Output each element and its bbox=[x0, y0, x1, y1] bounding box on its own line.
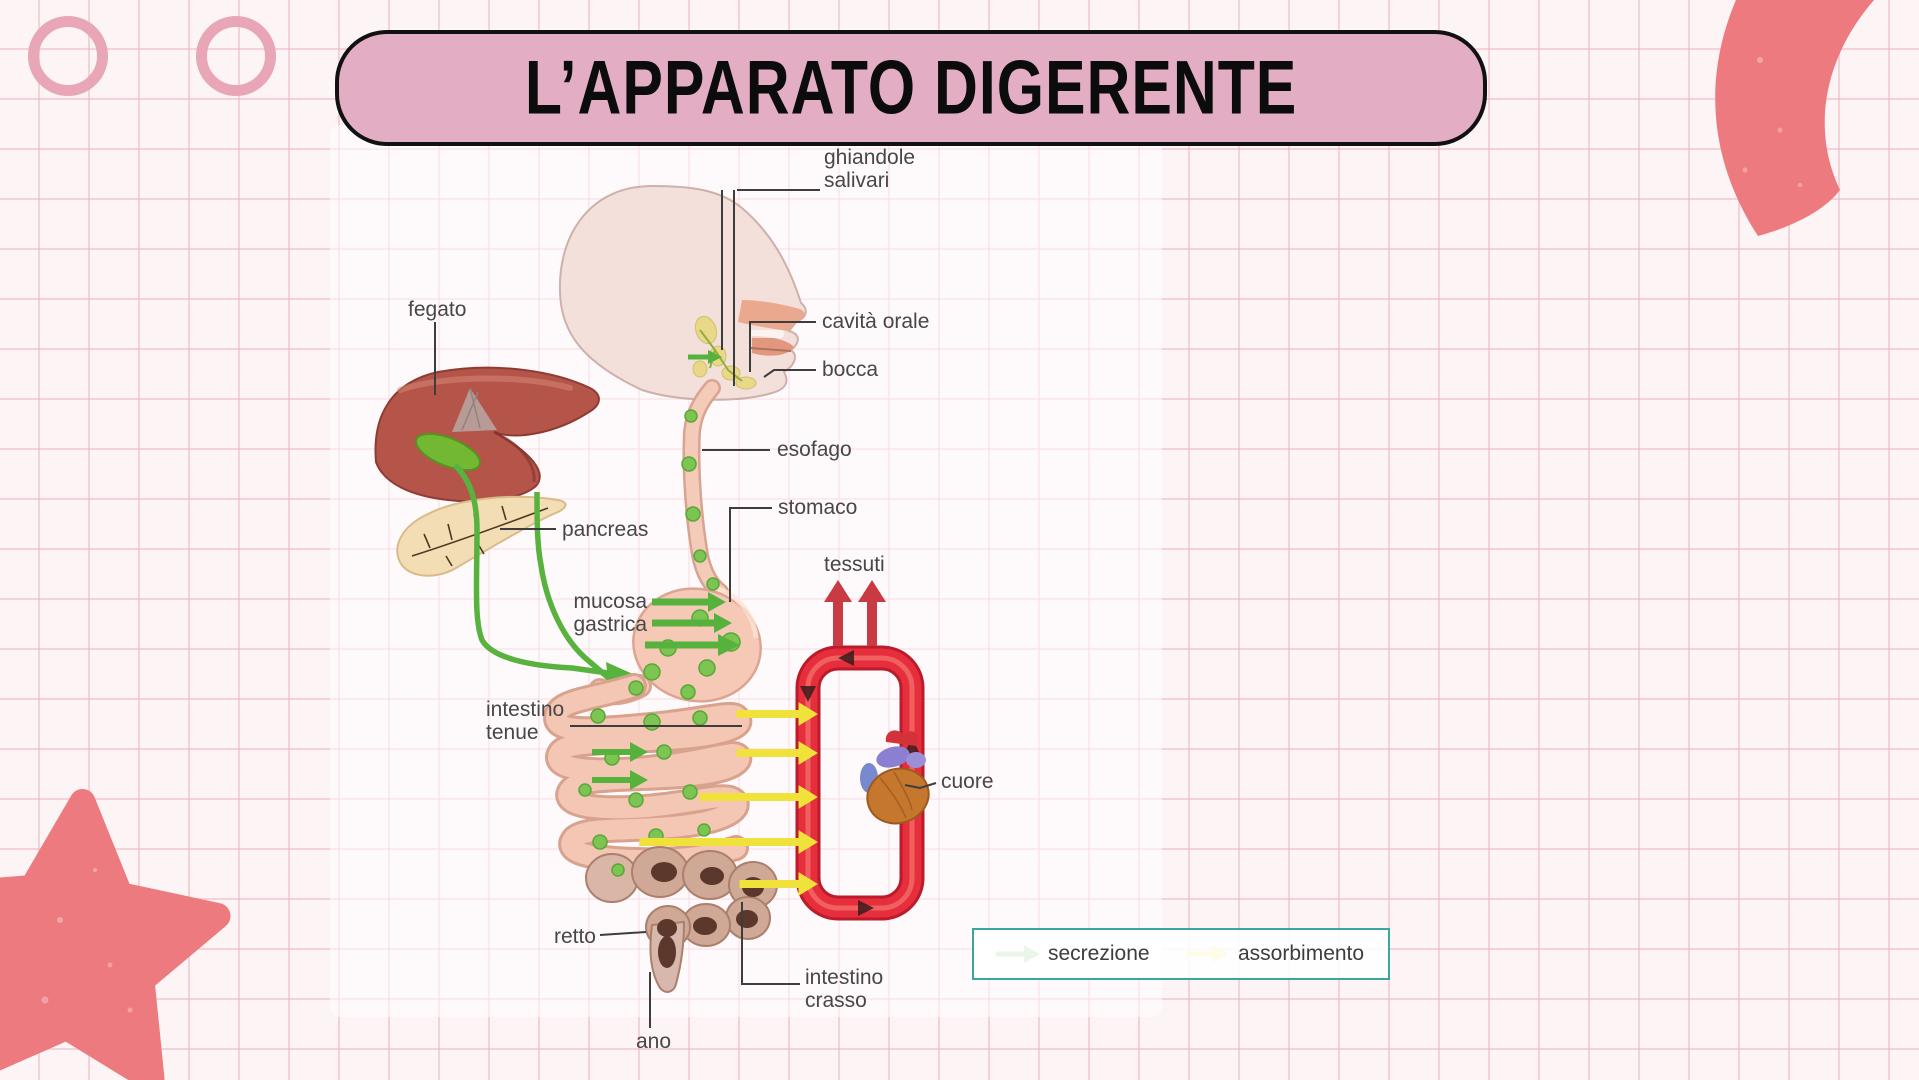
large-intestine-illustration bbox=[585, 846, 778, 993]
label-rectum: retto bbox=[553, 925, 596, 948]
label-mouth: bocca bbox=[822, 358, 879, 381]
ring-decoration-icon bbox=[196, 16, 276, 96]
label-pancreas: pancreas bbox=[562, 518, 649, 541]
title-banner: L’APPARATO DIGERENTE bbox=[335, 30, 1487, 146]
page-title: L’APPARATO DIGERENTE bbox=[524, 45, 1298, 131]
label-gastric-mucosa: mucosa gastrica bbox=[573, 590, 647, 636]
label-heart: cuore bbox=[941, 770, 994, 793]
heart-illustration bbox=[860, 730, 930, 825]
secretion-ducts bbox=[453, 463, 614, 684]
label-anus: ano bbox=[636, 1030, 672, 1053]
salivary-glands-illustration bbox=[692, 315, 757, 390]
legend-absorption-label: assorbimento bbox=[1238, 942, 1365, 965]
liver-illustration bbox=[374, 366, 600, 503]
legend-box bbox=[972, 928, 1390, 980]
absorption-arrows bbox=[639, 702, 818, 896]
label-stomach: stomaco bbox=[778, 496, 858, 519]
label-esophagus: esofago bbox=[777, 438, 852, 461]
secretion-arrows bbox=[592, 592, 740, 790]
tissues-arrows bbox=[824, 580, 886, 646]
head-illustration bbox=[558, 184, 807, 401]
ring-decoration-icon bbox=[28, 16, 108, 96]
star-decoration-icon bbox=[0, 789, 231, 1080]
label-oral-cavity: cavità orale bbox=[822, 310, 930, 333]
label-leader-lines bbox=[434, 189, 937, 1028]
esophagus-illustration bbox=[682, 379, 729, 601]
small-intestine-illustration bbox=[542, 673, 753, 874]
label-salivary-glands: ghiandole salivari bbox=[824, 146, 916, 192]
label-tissues: tessuti bbox=[824, 553, 885, 576]
label-small-intestine: intestino tenue bbox=[486, 698, 565, 744]
gallbladder-illustration bbox=[415, 432, 481, 472]
label-liver: fegato bbox=[408, 298, 467, 321]
label-large-intestine: intestino crasso bbox=[805, 966, 884, 1012]
swoosh-decoration-icon bbox=[1715, 0, 1874, 236]
legend-secretion-label: secrezione bbox=[1048, 942, 1150, 965]
